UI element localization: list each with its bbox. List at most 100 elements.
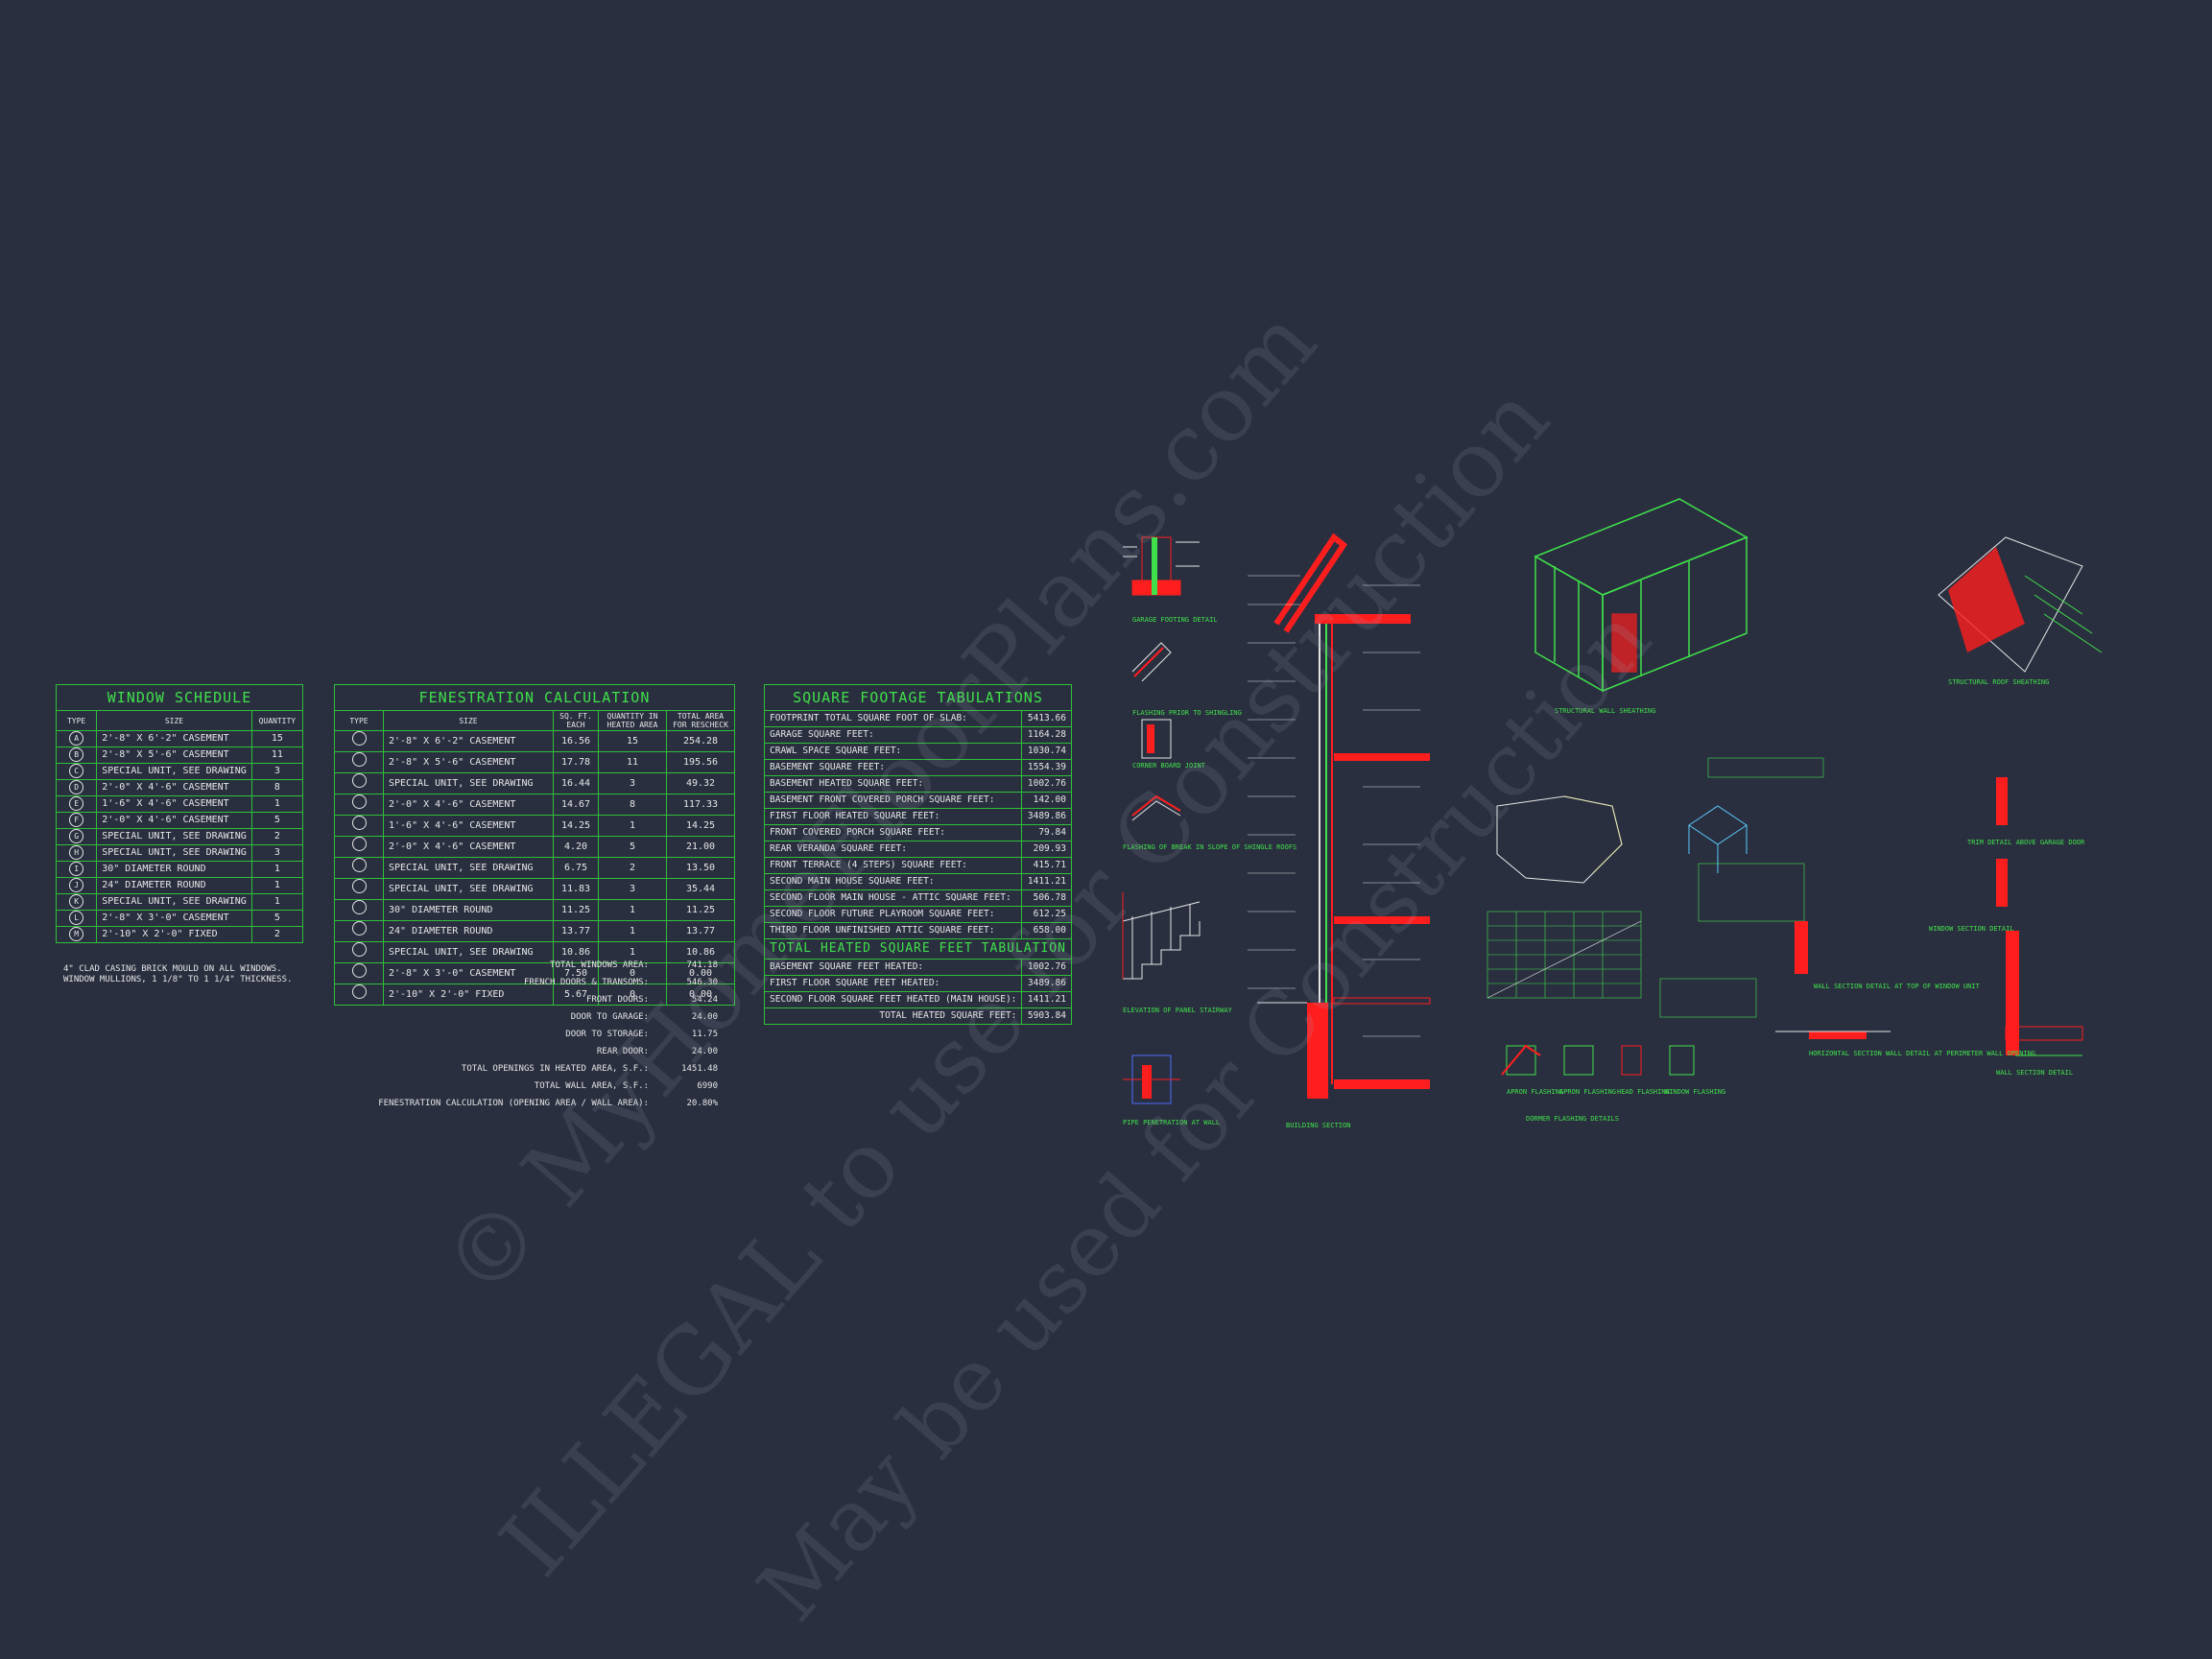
window-size: SPECIAL UNIT, SEE DRAWING bbox=[96, 893, 252, 911]
table-row: FRONT TERRACE (4 STEPS) SQUARE FEET:415.… bbox=[763, 857, 1072, 874]
detail-caption: WINDOW FLASHING bbox=[1665, 1088, 1725, 1096]
total-label: TOTAL WALL AREA, S.F.: bbox=[534, 1081, 649, 1091]
window-type-symbol: F bbox=[69, 813, 84, 827]
window-quantity: 5 bbox=[250, 812, 304, 829]
fen-total: 49.32 bbox=[666, 772, 735, 794]
pipe-penetration bbox=[1123, 1055, 1180, 1104]
total-row: TOTAL WINDOWS AREA: 741.18 bbox=[322, 957, 718, 974]
fen-total: 14.25 bbox=[666, 815, 735, 837]
window-type-symbol: D bbox=[69, 780, 84, 794]
sqft-value: 5903.84 bbox=[1021, 1007, 1072, 1025]
table-row: BASEMENT SQUARE FEET:1554.39 bbox=[763, 759, 1072, 776]
window-type-symbol: J bbox=[69, 878, 84, 892]
type-symbol-blank bbox=[351, 879, 367, 893]
sqft-value: 3489.86 bbox=[1021, 808, 1072, 825]
table-row: CRAWL SPACE SQUARE FEET:1030.74 bbox=[763, 743, 1072, 760]
type-symbol-blank bbox=[351, 858, 367, 872]
detail-caption: APRON FLASHING bbox=[1507, 1088, 1563, 1096]
fen-qty: 5 bbox=[598, 836, 667, 858]
fen-qty: 1 bbox=[598, 815, 667, 837]
window-size: SPECIAL UNIT, SEE DRAWING bbox=[96, 828, 252, 845]
fen-size: SPECIAL UNIT, SEE DRAWING bbox=[383, 878, 554, 900]
total-value: 54.24 bbox=[691, 995, 718, 1005]
detail-caption: DORMER FLASHING DETAILS bbox=[1526, 1115, 1619, 1123]
window-size: 2'-8" x 3'-0" CASEMENT bbox=[96, 910, 252, 927]
col-header: TYPE bbox=[334, 710, 384, 731]
sqft-label: BASEMENT SQUARE FEET HEATED: bbox=[763, 959, 1023, 976]
fen-each: 14.25 bbox=[553, 815, 599, 837]
window-size: 24" DIAMETER ROUND bbox=[96, 877, 252, 894]
fen-qty: 1 bbox=[598, 899, 667, 921]
window-quantity: 2 bbox=[250, 828, 304, 845]
window-quantity: 15 bbox=[250, 730, 304, 747]
window-quantity: 1 bbox=[250, 861, 304, 878]
table-row: TOTAL HEATED SQUARE FEET:5903.84 bbox=[763, 1007, 1072, 1025]
fen-size: 2'-0" x 4'-6" CASEMENT bbox=[383, 794, 554, 816]
window-schedule-title: WINDOW SCHEDULE bbox=[56, 684, 303, 711]
type-symbol-blank bbox=[351, 900, 367, 914]
wall-section-details bbox=[1775, 777, 2083, 1056]
attic-detail bbox=[1688, 805, 1748, 873]
total-value: 741.18 bbox=[686, 960, 718, 970]
table-row: SECOND FLOOR MAIN HOUSE - ATTIC SQUARE F… bbox=[763, 889, 1072, 907]
sqft-value: 415.71 bbox=[1021, 857, 1072, 874]
window-size: 2'-8" x 6'-2" CASEMENT bbox=[96, 730, 252, 747]
fen-size: SPECIAL UNIT, SEE DRAWING bbox=[383, 772, 554, 794]
sqft-value: 142.00 bbox=[1021, 792, 1072, 809]
window-type-symbol: H bbox=[69, 845, 84, 860]
sqft-value: 612.25 bbox=[1021, 906, 1072, 923]
total-row: TOTAL OPENINGS IN HEATED AREA, S.F.:1451… bbox=[322, 1060, 718, 1078]
table-row: BASEMENT HEATED SQUARE FEET:1002.76 bbox=[763, 775, 1072, 793]
fen-size: 2'-8" x 5'-6" CASEMENT bbox=[383, 751, 554, 773]
structural-roof-sheathing bbox=[1938, 536, 2103, 673]
fen-each: 6.75 bbox=[553, 857, 599, 879]
type-symbol-blank bbox=[351, 794, 367, 809]
structural-wall-sheathing bbox=[1534, 498, 1748, 693]
detail-caption: TRIM DETAIL ABOVE GARAGE DOOR bbox=[1967, 839, 2085, 846]
col-header: SIZE bbox=[383, 710, 554, 731]
total-label: TOTAL WINDOWS AREA: bbox=[550, 960, 649, 970]
type-symbol-blank bbox=[351, 963, 367, 978]
sqft-label: CRAWL SPACE SQUARE FEET: bbox=[763, 743, 1023, 760]
break-flashing bbox=[1131, 794, 1181, 821]
col-header: QUANTITY bbox=[250, 710, 304, 731]
fen-qty: 3 bbox=[598, 878, 667, 900]
total-value: 24.00 bbox=[691, 1047, 718, 1056]
window-size: 2'-0" x 4'-6" CASEMENT bbox=[96, 812, 252, 829]
sqft-value: 1411.21 bbox=[1021, 873, 1072, 890]
climate-zone-map bbox=[1496, 795, 1623, 884]
sqft-label: THIRD FLOOR UNFINISHED ATTIC SQUARE FEET… bbox=[763, 922, 1023, 939]
sqft-label: FIRST FLOOR SQUARE FEET HEATED: bbox=[763, 975, 1023, 992]
table-row: BASEMENT SQUARE FEET HEATED:1002.76 bbox=[763, 959, 1072, 976]
fen-size: 30" DIAMETER ROUND bbox=[383, 899, 554, 921]
window-quantity: 3 bbox=[250, 844, 304, 862]
fen-qty: 3 bbox=[598, 772, 667, 794]
table-row: FRONT COVERED PORCH SQUARE FEET:79.84 bbox=[763, 824, 1072, 841]
sqft-label: SECOND FLOOR SQUARE FEET HEATED (MAIN HO… bbox=[763, 991, 1023, 1008]
sqft-label: SECOND FLOOR FUTURE PLAYROOM SQUARE FEET… bbox=[763, 906, 1023, 923]
fen-qty: 0 bbox=[598, 984, 667, 1006]
window-size: 2'-0" x 4'-6" CASEMENT bbox=[96, 779, 252, 796]
detail-caption: CORNER BOARD JOINT bbox=[1132, 762, 1206, 770]
detail-caption: WALL SECTION DETAIL AT TOP OF WINDOW UNI… bbox=[1814, 983, 1981, 990]
total-value: 24.00 bbox=[691, 1012, 718, 1022]
sqft-label: FIRST FLOOR HEATED SQUARE FEET: bbox=[763, 808, 1023, 825]
total-label: DOOR TO STORAGE: bbox=[565, 1030, 649, 1039]
sqft-label: FRONT TERRACE (4 STEPS) SQUARE FEET: bbox=[763, 857, 1023, 874]
total-value: 6990 bbox=[697, 1081, 718, 1091]
fen-each: 16.56 bbox=[553, 730, 599, 752]
stair-elevation bbox=[1122, 892, 1201, 980]
fen-total: 0.00 bbox=[666, 984, 735, 1006]
fen-total: 13.77 bbox=[666, 920, 735, 942]
